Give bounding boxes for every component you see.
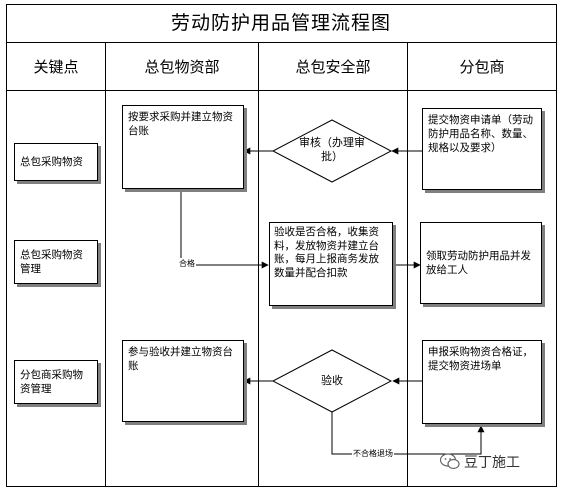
review-diamond (271, 119, 393, 183)
arrow-unqualified-return (331, 412, 485, 455)
submit-request-box: 提交物资申请单（劳动防护用品名称、数量、规格以及要求） (422, 108, 542, 190)
participate-box: 参与验收并建立物资台账 (122, 340, 244, 422)
accept-distribute-box: 验收是否合格，收集资料，发放物资并建立台账，每月上报商务发放数量并配合扣款 (269, 222, 393, 306)
watermark: 豆丁施工 (440, 452, 520, 472)
review-diamond-label: 审核（办理审批） (299, 136, 365, 163)
key-point-box-1: 总包采购物资 (14, 143, 98, 181)
page-title: 劳动防护用品管理流程图 (170, 11, 391, 34)
column-header-key-points: 关键点 (33, 57, 79, 76)
inspect-diamond-label: 验收 (321, 374, 343, 387)
column-header-subcontractor: 分包商 (459, 57, 505, 76)
wechat-icon (440, 453, 460, 470)
report-box: 申报采购物资合格证，提交物资进场单 (422, 340, 542, 424)
edge-label-unqualified: 不合格退场 (352, 448, 394, 459)
purchase-box: 按要求采购并建立物资台账 (122, 105, 244, 189)
watermark-text: 豆丁施工 (464, 455, 520, 471)
edge-label-qualified: 合格 (178, 258, 196, 269)
key-point-box-3: 分包商采购物资管理 (14, 360, 98, 404)
receive-box: 领取劳动防护用品并发放给工人 (420, 222, 542, 304)
column-header-safety-dept: 总包安全部 (295, 57, 371, 76)
outer-frame (6, 4, 557, 487)
column-header-materials-dept: 总包物资部 (144, 57, 220, 76)
arrow-purchase-to-accept (180, 190, 269, 269)
key-point-box-2: 总包采购物资管理 (14, 240, 98, 284)
